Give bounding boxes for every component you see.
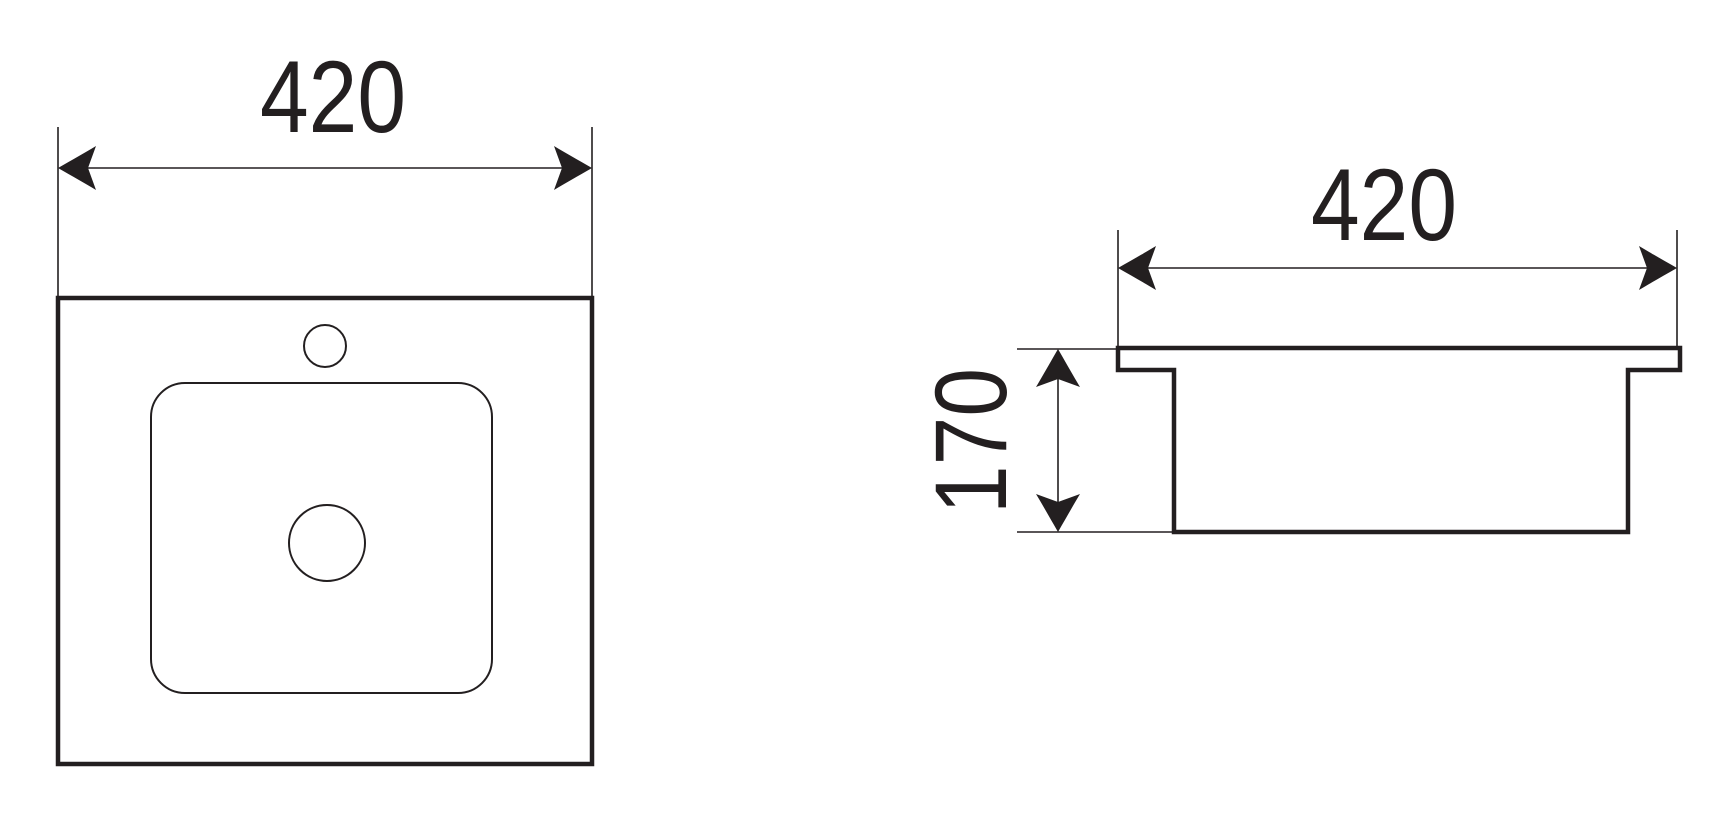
drain-hole [288,504,366,582]
side-view-height-arrowhead-bottom [1036,494,1080,532]
top-view-arrowhead-right [554,146,592,190]
basin-profile [1115,345,1683,535]
side-view-height-label: 170 [914,368,1028,514]
side-view-width-arrowhead-right [1639,246,1677,290]
side-view-width-label: 420 [1311,148,1457,262]
countertop-outline [55,295,595,767]
side-view: 420 170 [914,148,1683,535]
side-view-height-arrowhead-top [1036,349,1080,387]
top-view-arrowhead-left [58,146,96,190]
top-view-width-label: 420 [260,40,406,154]
side-view-width-arrowhead-left [1118,246,1156,290]
basin-outline [150,382,493,694]
top-view: 420 [55,40,595,767]
tap-hole [303,324,347,368]
